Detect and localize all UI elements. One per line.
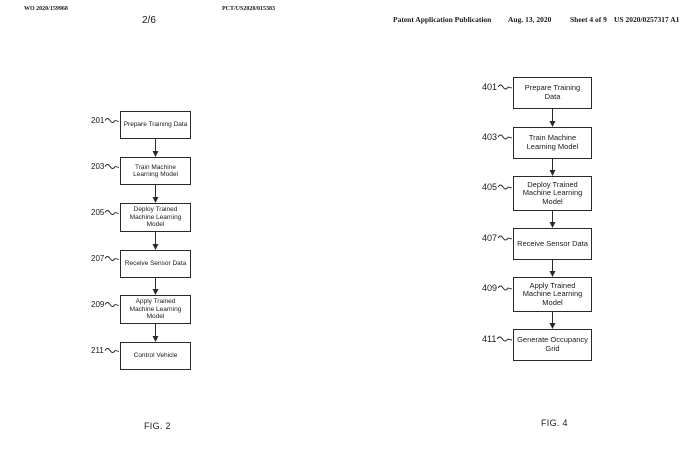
right-ref-leader <box>497 84 513 90</box>
left-ref-leader <box>104 302 120 307</box>
right-step-box: Apply Trained Machine Learning Model <box>513 277 592 312</box>
left-step-ref: 201 <box>91 116 105 125</box>
left-ref-leader <box>104 210 120 215</box>
left-ref-leader <box>104 164 120 169</box>
right-step-text: Receive Sensor Data <box>517 238 588 248</box>
right-step-text: Prepare Training Data <box>524 83 581 101</box>
right-step-ref: 411 <box>482 334 497 344</box>
left-step-text: Deploy Trained Machine Learning Model <box>129 206 182 229</box>
right-header-publication-title: Patent Application Publication <box>393 15 492 24</box>
right-step-box: Train Machine Learning Model <box>513 127 592 159</box>
right-header-sheet: Sheet 4 of 9 <box>570 15 607 24</box>
right-step-box: Generate Occupancy Grid <box>513 329 592 361</box>
right-step-text: Train Machine Learning Model <box>526 133 579 151</box>
left-header-application-number: PCT/US2020/015383 <box>222 6 276 12</box>
right-step-ref: 403 <box>482 132 498 142</box>
right-step-ref: 405 <box>482 182 498 192</box>
left-step-box: Train Machine Learning Model <box>120 157 191 185</box>
left-step-ref: 207 <box>91 254 105 263</box>
left-step-ref: 203 <box>91 162 105 171</box>
right-ref-leader <box>496 336 513 342</box>
right-header-patent-number: US 2020/0257317 A1 <box>614 15 680 24</box>
left-sheet-number: 2/6 <box>142 15 156 26</box>
left-step-text: Control Vehicle <box>133 352 178 360</box>
left-step-ref: 205 <box>91 208 105 217</box>
left-step-box: Deploy Trained Machine Learning Model <box>120 203 191 232</box>
left-step-ref: 211 <box>91 346 104 355</box>
right-step-text: Deploy Trained Machine Learning Model <box>522 179 583 206</box>
right-step-box: Prepare Training Data <box>513 77 592 109</box>
right-header-date: Aug. 13, 2020 <box>508 15 552 24</box>
right-step-box: Deploy Trained Machine Learning Model <box>513 176 592 211</box>
left-ref-leader <box>104 256 120 261</box>
left-step-box: Prepare Training Data <box>120 111 191 139</box>
right-step-ref: 409 <box>482 283 498 293</box>
left-step-ref: 209 <box>91 300 105 309</box>
left-ref-leader <box>104 118 120 123</box>
left-step-box: Receive Sensor Data <box>120 250 191 278</box>
left-step-text: Apply Trained Machine Learning Model <box>129 298 182 321</box>
right-ref-leader <box>497 285 513 291</box>
right-step-text: Apply Trained Machine Learning Model <box>522 280 583 307</box>
right-step-box: Receive Sensor Data <box>513 228 592 260</box>
right-ref-leader <box>497 235 513 241</box>
right-ref-leader <box>497 134 513 140</box>
right-step-text: Generate Occupancy Grid <box>517 335 588 353</box>
right-step-ref: 407 <box>482 233 498 243</box>
left-step-text: Prepare Training Data <box>123 121 188 129</box>
left-step-text: Receive Sensor Data <box>124 260 187 268</box>
left-figure-label: FIG. 2 <box>144 421 171 431</box>
left-ref-leader <box>104 348 120 353</box>
left-step-box: Apply Trained Machine Learning Model <box>120 295 191 324</box>
right-figure-label: FIG. 4 <box>541 418 568 428</box>
right-ref-leader <box>497 184 513 190</box>
left-step-text: Train Machine Learning Model <box>133 163 178 178</box>
right-step-ref: 401 <box>482 82 498 92</box>
left-header-publication-number: WO 2020/159968 <box>24 6 68 12</box>
left-step-box: Control Vehicle <box>120 342 191 370</box>
